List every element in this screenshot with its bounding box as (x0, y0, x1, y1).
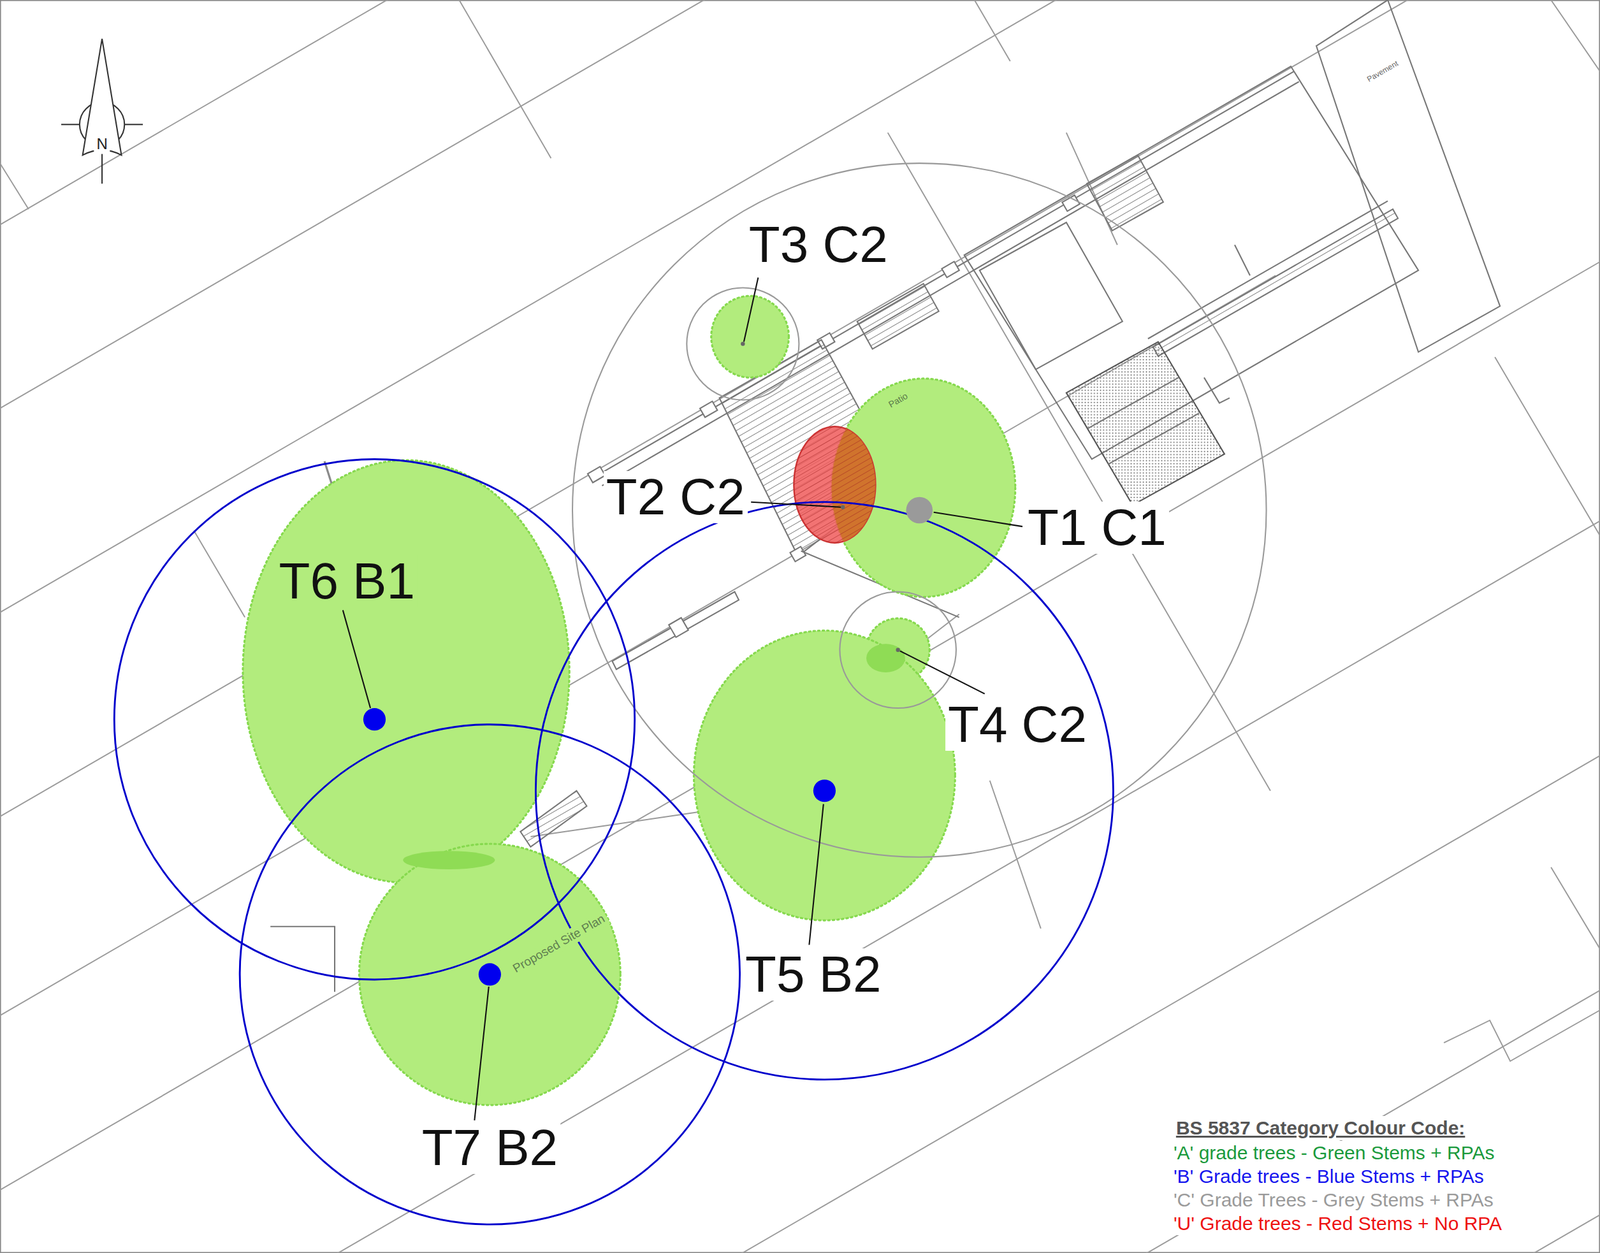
legend-text: 'B' Grade trees - Blue Stems + RPAs (1173, 1165, 1484, 1187)
tree-canopy (711, 295, 790, 378)
leader-line (743, 277, 758, 342)
area-label: Patio (884, 388, 913, 412)
tree-canopy (694, 630, 956, 921)
building-outline (979, 222, 1123, 370)
rpa-circle (114, 458, 635, 980)
parcel-boundary (1550, 867, 1600, 950)
tree-stem (363, 341, 933, 986)
north-arrow (124, 123, 143, 125)
parcel-boundary (1020, 971, 1600, 1253)
building-outline (1086, 154, 1164, 231)
rpa-circle (839, 592, 956, 709)
tree-canopy (242, 460, 570, 883)
leader-line (808, 804, 823, 946)
legend-text: 'A' grade trees - Green Stems + RPAs (1173, 1142, 1495, 1164)
tree-canopy (358, 843, 621, 1106)
rpa-circle (535, 502, 1113, 1080)
building-outline (857, 283, 939, 349)
building-outline (1148, 200, 1388, 339)
rpa-circle (572, 163, 1267, 858)
tree-stem (740, 341, 745, 346)
parcel-boundary (0, 242, 1600, 1196)
north-arrow (82, 38, 122, 156)
tree-stem (363, 708, 386, 731)
tree-stem (895, 648, 900, 653)
parcel-boundary (0, 0, 572, 231)
legend-text: 'C' Grade Trees - Grey Stems + RPAs (1173, 1189, 1494, 1211)
tree-label: T7 B2 (419, 1121, 561, 1175)
north-arrow (61, 38, 143, 184)
parcel-boundary (193, 530, 245, 618)
canopy-overlap (402, 850, 495, 870)
tree-label: T2 C2 (603, 471, 748, 524)
tree-stem (905, 497, 933, 524)
rpa-circle (239, 724, 740, 1225)
legend: 'A' grade trees - Green Stems + RPAs'B' … (1170, 1141, 1505, 1236)
canopy-overlap (866, 643, 906, 673)
north-arrow (61, 123, 80, 125)
parcel-boundary (1550, 0, 1600, 72)
tree-label: T3 C2 (746, 218, 891, 271)
parcel-boundary (974, 0, 1011, 62)
street-label: Pavement (1362, 56, 1403, 86)
parcel-boundary (1443, 1010, 1600, 1062)
tree-stem (478, 963, 502, 986)
legend-swatch: 'C' Grade Trees - Grey Stems + RPAs (1173, 1188, 1502, 1212)
parcel-boundary (1494, 356, 1600, 536)
u-grade-canopy (793, 426, 876, 544)
u-grade-canopy (793, 426, 876, 544)
leader-line (750, 502, 841, 508)
legend-text: 'U' Grade trees - Red Stems + No RPA (1173, 1213, 1502, 1235)
tree-label: T1 C1 (1025, 501, 1170, 554)
tree-stem (840, 504, 845, 509)
building-outline (789, 546, 806, 562)
rpa-circle (114, 458, 1113, 1225)
north-label: N (93, 133, 110, 154)
leader-line (342, 610, 371, 709)
building-outline (668, 617, 689, 638)
leader-line (933, 512, 1023, 527)
building-outline (699, 401, 718, 418)
building-outline (270, 926, 335, 992)
legend-swatch: 'B' Grade trees - Blue Stems + RPAs (1173, 1164, 1502, 1189)
building-outline (1234, 244, 1251, 276)
building-outline (1066, 341, 1225, 505)
tree-label: T5 B2 (742, 948, 884, 1001)
legend-swatch: 'A' grade trees - Green Stems + RPAs (1173, 1141, 1502, 1165)
building-outline (587, 466, 605, 483)
north-arrow (101, 152, 103, 184)
u-grade-canopy (793, 426, 876, 544)
building-outline (1087, 377, 1179, 429)
tree-label: T4 C2 (945, 698, 1090, 751)
leader-line (900, 650, 985, 694)
parcel-boundary (989, 780, 1041, 929)
u-grade-canopy (793, 426, 876, 544)
building-outline (1107, 413, 1199, 465)
parcel-boundary (458, 0, 551, 159)
legend-title: BS 5837 Category Colour Code: (1173, 1116, 1468, 1141)
legend-swatch: 'U' Grade trees - Red Stems + No RPA (1173, 1211, 1502, 1236)
building-outline (611, 592, 739, 670)
parcel-boundary (0, 0, 1600, 619)
leader-line (474, 986, 489, 1121)
tree-label: T6 B1 (276, 555, 418, 608)
parcel-boundary (0, 502, 1600, 1253)
parcel-boundary (0, 275, 1276, 1022)
leader-line (342, 277, 1023, 1120)
rpa-circle (572, 163, 1267, 858)
building-outline (1153, 209, 1398, 357)
building-outline (1316, 0, 1500, 352)
parcel-boundary (0, 163, 29, 210)
drawing-title: Proposed Site Plan (508, 909, 611, 978)
rpa-circle (686, 287, 799, 400)
building-outline (941, 261, 959, 278)
building-outline (1204, 377, 1230, 403)
tree-stem (813, 779, 836, 802)
